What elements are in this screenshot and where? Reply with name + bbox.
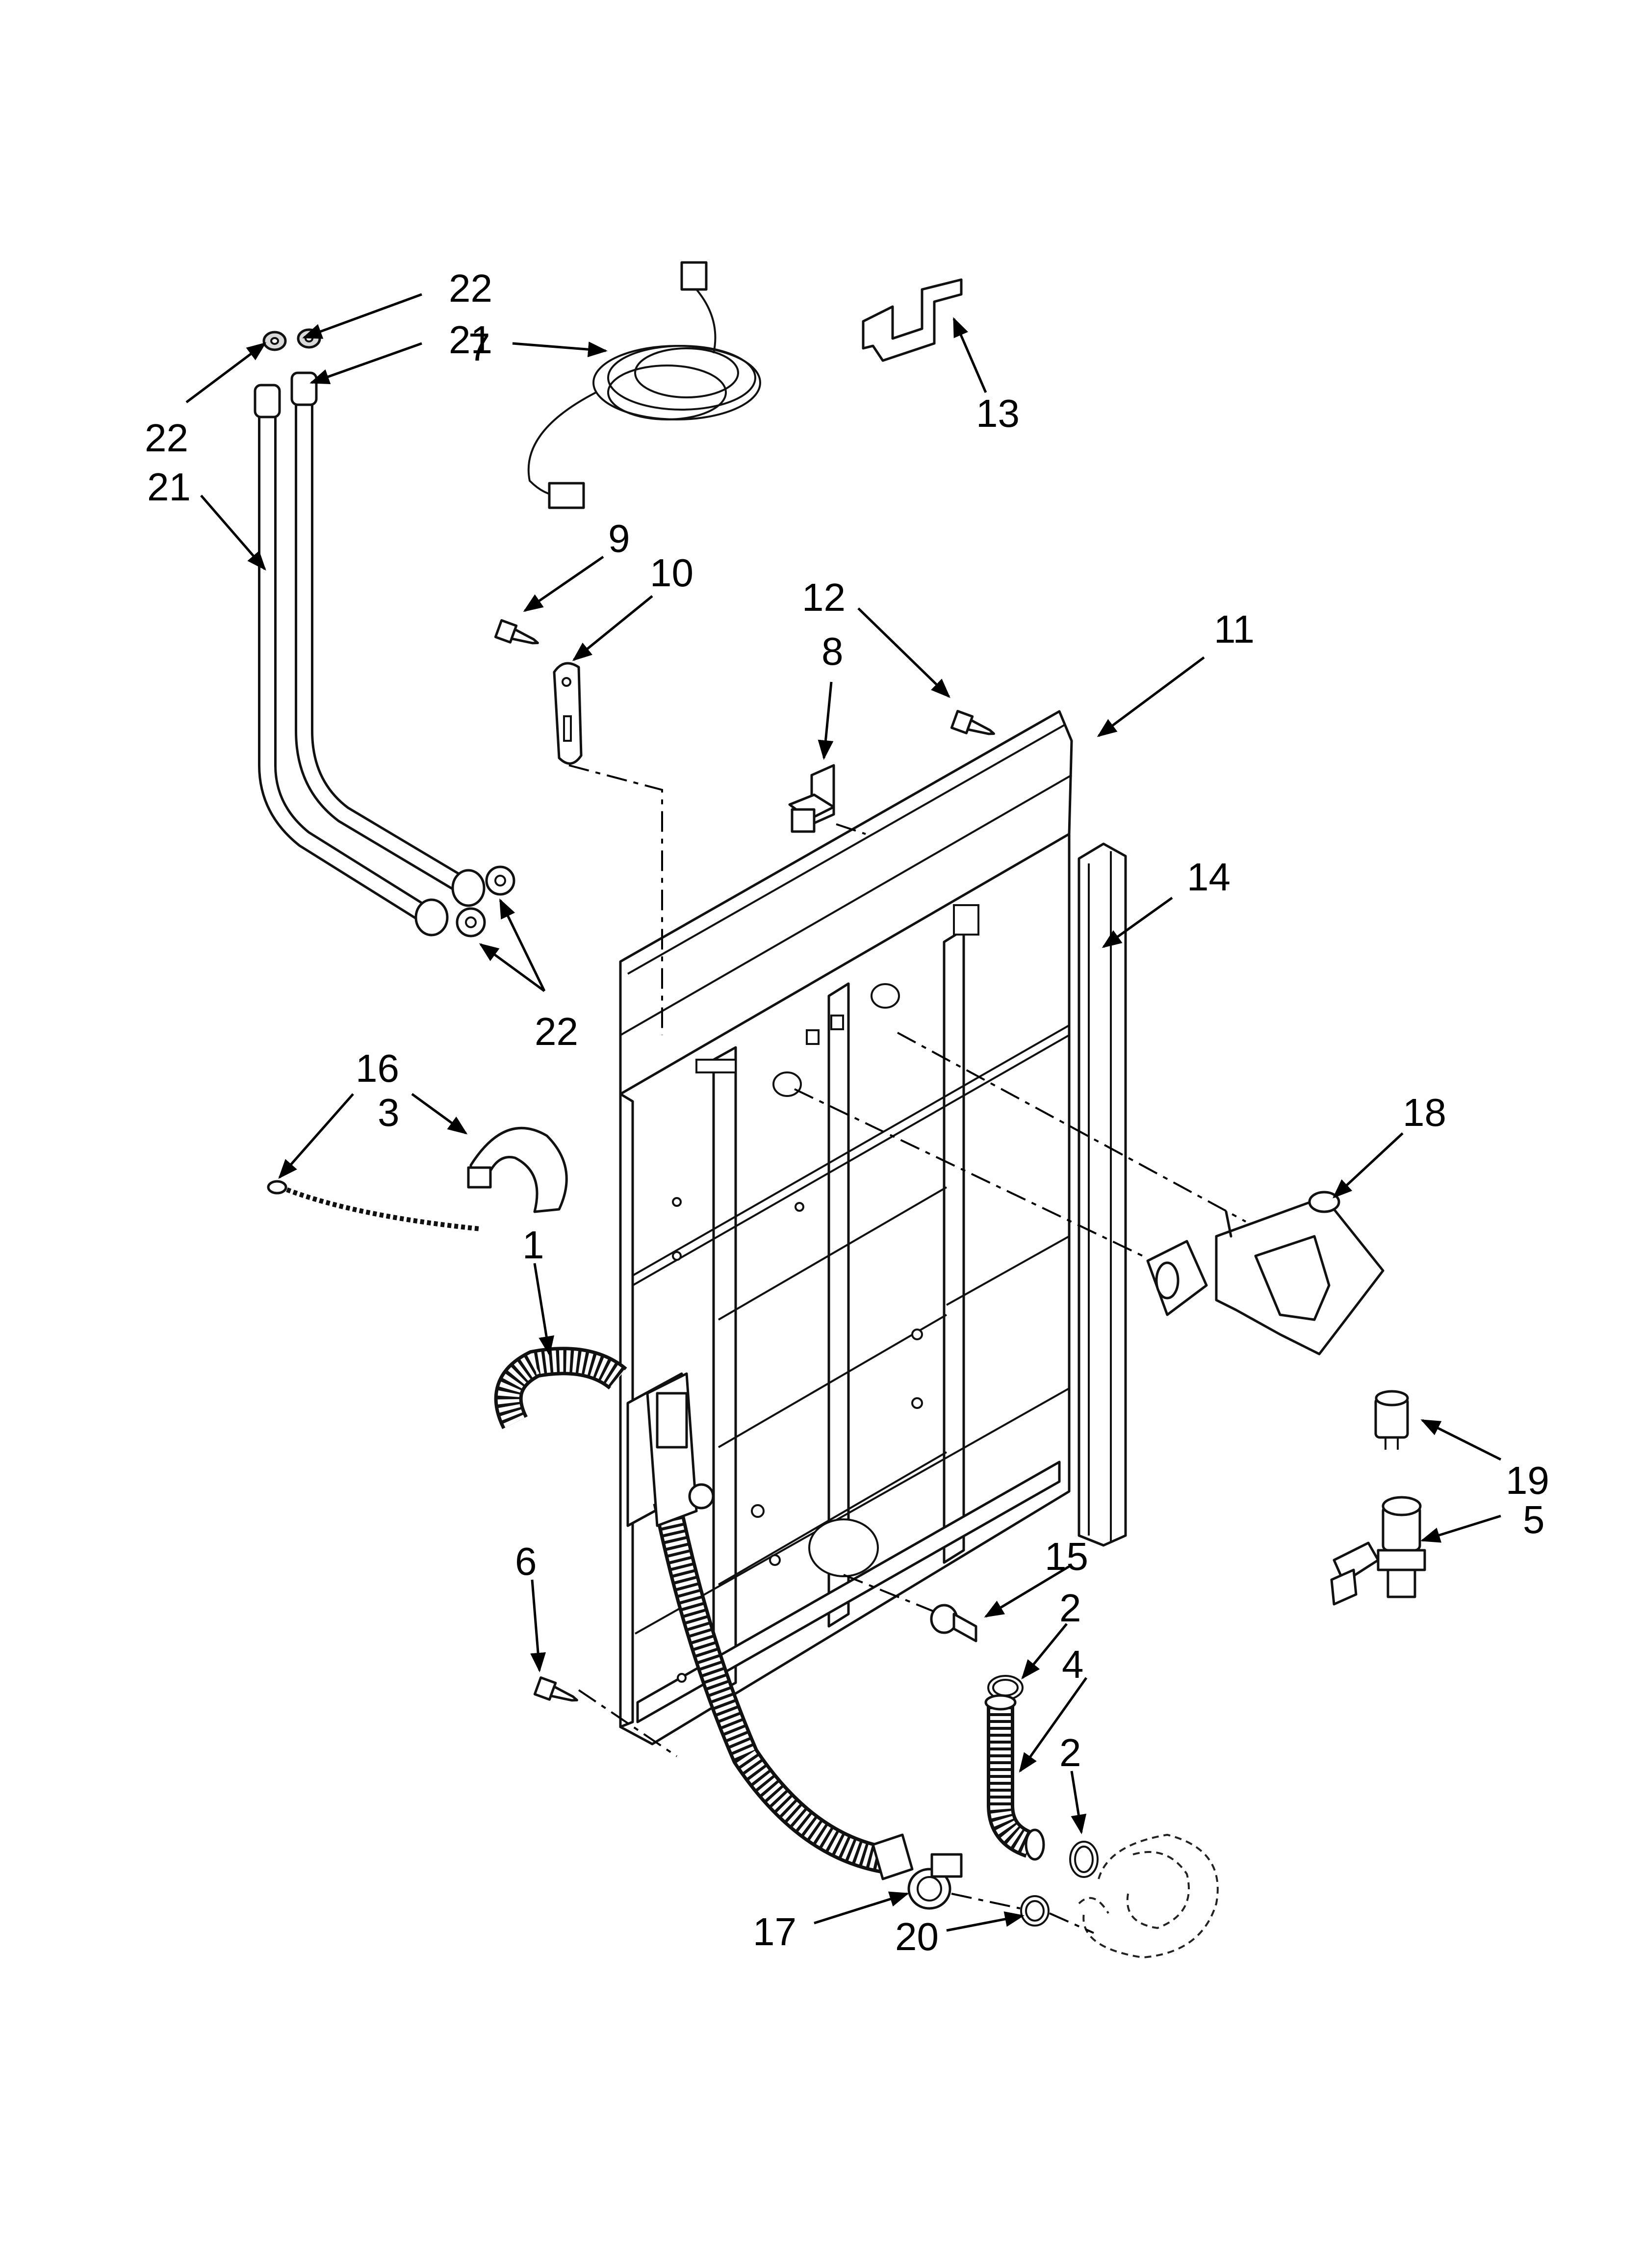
callout-15: 15 (1045, 1535, 1088, 1578)
callout-9: 9 (608, 517, 630, 560)
screws (494, 619, 995, 1702)
phantom-pump (1078, 1833, 1219, 1959)
callout-3: 3 (378, 1091, 400, 1134)
callout-14: 14 (1187, 855, 1231, 899)
side-trim (1078, 842, 1127, 1547)
power-cord (527, 261, 761, 509)
coupler (907, 1853, 963, 1910)
capacitor (1374, 1390, 1409, 1450)
drain-plug (930, 1604, 977, 1642)
callout-17: 17 (753, 1910, 796, 1954)
callout-6: 6 (515, 1539, 537, 1583)
callout-13: 13 (976, 391, 1020, 435)
leader-lines (185, 293, 1502, 1932)
callout-2: 2 (1059, 1586, 1081, 1630)
callout-5: 5 (1523, 1498, 1545, 1541)
callout-22: 22 (145, 416, 188, 460)
callout-10: 10 (650, 551, 693, 595)
callout-1: 1 (522, 1223, 544, 1267)
callout-21: 21 (147, 465, 191, 509)
callout-18: 18 (1403, 1091, 1446, 1134)
callout-11: 11 (1214, 607, 1255, 651)
callout-22: 22 (535, 1010, 578, 1053)
clamp-lower (1069, 1841, 1099, 1878)
callout-8: 8 (821, 629, 844, 673)
callout-labels: 22 21 22 21 7 13 9 10 12 8 11 14 22 16 3… (145, 266, 1549, 1958)
hose-strap (553, 662, 583, 765)
callout-12: 12 (802, 575, 846, 619)
cable-tie (267, 1180, 481, 1231)
callout-19: 19 (1506, 1459, 1549, 1502)
drain-hose (494, 1347, 914, 1880)
callout-16: 16 (356, 1046, 399, 1090)
callout-22: 22 (449, 266, 492, 310)
rear-panel (619, 710, 1073, 1746)
clamp (467, 1126, 568, 1213)
bracket (862, 278, 963, 362)
drain-tube (984, 1694, 1045, 1861)
clamp-20 (1020, 1895, 1050, 1927)
callout-7: 7 (468, 325, 490, 369)
callout-2: 2 (1059, 1731, 1081, 1774)
water-inlet-valve (1146, 1191, 1385, 1356)
callout-4: 4 (1062, 1642, 1084, 1686)
pump (1330, 1496, 1426, 1606)
callout-20: 20 (895, 1915, 939, 1958)
alignment-lines (568, 764, 1246, 1934)
callout-21: 21 (449, 318, 492, 362)
fill-hoses (254, 371, 486, 937)
clip (788, 764, 835, 833)
